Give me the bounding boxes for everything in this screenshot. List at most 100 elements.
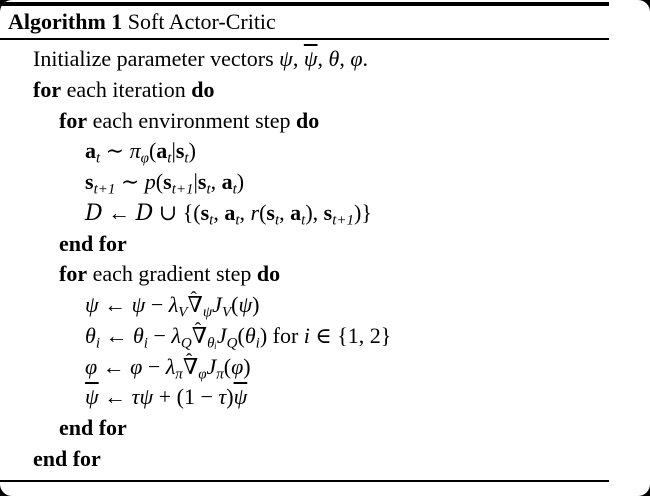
code-segment: , (279, 199, 291, 225)
code-segment: for (33, 76, 62, 102)
algorithm-line: for each iteration do (0, 75, 650, 106)
code-segment: s (200, 199, 210, 225)
code-segment: θ (132, 322, 144, 348)
header-rule (0, 38, 609, 40)
code-segment: π (216, 366, 224, 382)
code-segment: t+1 (171, 181, 194, 198)
algorithm-line: end for (0, 444, 650, 475)
top-rule (0, 2, 609, 6)
code-segment: do (296, 107, 320, 133)
code-segment: t (184, 150, 189, 167)
code-segment: ψ (85, 292, 99, 317)
bottom-rule (0, 480, 609, 482)
code-segment: t (167, 150, 172, 167)
algorithm-header: Algorithm 1 Soft Actor-Critic (8, 6, 276, 38)
code-segment: do (256, 261, 281, 287)
code-segment: s (323, 199, 333, 225)
code-segment: t (209, 212, 214, 229)
code-segment: ψ (279, 46, 293, 71)
code-segment: − (142, 353, 166, 379)
code-segment: θ (244, 322, 256, 348)
code-segment: ( (155, 169, 164, 194)
code-segment: s (266, 199, 275, 225)
code-segment: a (156, 138, 168, 164)
code-segment: ← (102, 199, 136, 225)
code-segment: D (85, 200, 103, 226)
code-segment: ← (98, 384, 132, 410)
code-segment: )} (354, 199, 372, 225)
code-segment: a (221, 169, 233, 194)
code-segment: t+1 (332, 212, 354, 229)
code-segment: ) (259, 322, 273, 348)
code-segment: J (206, 353, 217, 379)
code-segment: θ (85, 322, 96, 348)
code-segment: ) (236, 169, 245, 194)
code-segment: end for (59, 415, 127, 440)
code-segment: end for (33, 445, 101, 471)
code-segment: ∇ (182, 353, 199, 379)
code-segment: ) (243, 353, 251, 379)
code-segment: ∈ {1, 2} (309, 322, 392, 348)
code-segment: − (147, 322, 172, 348)
code-segment: each gradient step (87, 261, 257, 287)
code-segment: ( (223, 353, 232, 379)
algorithm-label: Algorithm 1 (8, 9, 123, 34)
code-segment: ( (148, 138, 157, 164)
algorithm-line: ψ ← ψ − λVˆ∇ψJV(ψ) (85, 288, 260, 321)
code-segment: ψ (131, 292, 146, 317)
code-segment: | (171, 138, 176, 164)
code-segment: ← (97, 353, 131, 379)
code-segment: ψ (303, 46, 318, 71)
code-segment: ∪ {( (153, 199, 201, 225)
code-segment: a (85, 138, 96, 164)
algorithm-line: θi ← θi − λQˆ∇θᵢJQ(θi) for i ∈ {1, 2} (85, 319, 392, 352)
code-segment: i (255, 335, 260, 352)
code-segment: t (232, 181, 237, 198)
algorithm-line: Initialize parameter vectors ψ, ψ, θ, φ. (0, 44, 650, 75)
algorithm-line: st+1 ∼ p(st+1|st, at) (0, 167, 650, 198)
code-segment: J (212, 292, 222, 317)
code-segment: r (250, 199, 260, 225)
code-segment: . (362, 46, 368, 71)
code-segment: ψ (238, 292, 253, 317)
code-segment: s (197, 169, 207, 194)
code-segment: a (290, 199, 302, 225)
algorithm-line: at ∼ πφ(at|st) (0, 136, 650, 167)
code-segment: ψ (233, 384, 248, 410)
code-segment: , (210, 169, 222, 194)
code-segment: ∇ (187, 292, 203, 317)
code-segment: ) (188, 138, 196, 164)
code-segment: , (339, 46, 351, 71)
algorithm-line: end for (0, 229, 650, 260)
code-segment: t (206, 181, 211, 198)
code-segment: λ (168, 292, 179, 317)
code-segment: a (224, 199, 236, 225)
code-segment: π (175, 366, 183, 382)
code-segment: i (95, 335, 100, 352)
code-segment: s (175, 138, 185, 164)
code-segment: V (178, 304, 188, 321)
code-segment: − (145, 292, 169, 317)
code-segment: φ (140, 150, 149, 167)
code-segment: π (129, 138, 141, 164)
code-segment: D (135, 200, 154, 226)
code-segment: φ (130, 353, 143, 379)
code-segment: φ (231, 353, 244, 379)
code-segment: θ (328, 46, 340, 71)
code-segment: t (301, 212, 306, 229)
code-segment: t (235, 212, 240, 229)
code-segment: φ (85, 353, 98, 379)
code-segment: ) (226, 384, 234, 410)
algorithm-title: Soft Actor-Critic (122, 9, 276, 34)
code-segment: ∇ (191, 322, 208, 348)
code-segment: τψ (131, 384, 154, 410)
code-segment: p (144, 169, 156, 194)
code-segment: φ (198, 366, 207, 382)
code-segment: ← (98, 292, 132, 317)
algorithm-line: φ ← φ − λπˆ∇φJπ(φ) (85, 350, 251, 382)
code-segment: Q (226, 335, 238, 352)
algorithm-line: for each gradient step do (0, 259, 650, 290)
code-segment: end for (59, 230, 127, 256)
code-segment: ∼ (115, 169, 145, 194)
code-segment: t+1 (93, 181, 116, 198)
